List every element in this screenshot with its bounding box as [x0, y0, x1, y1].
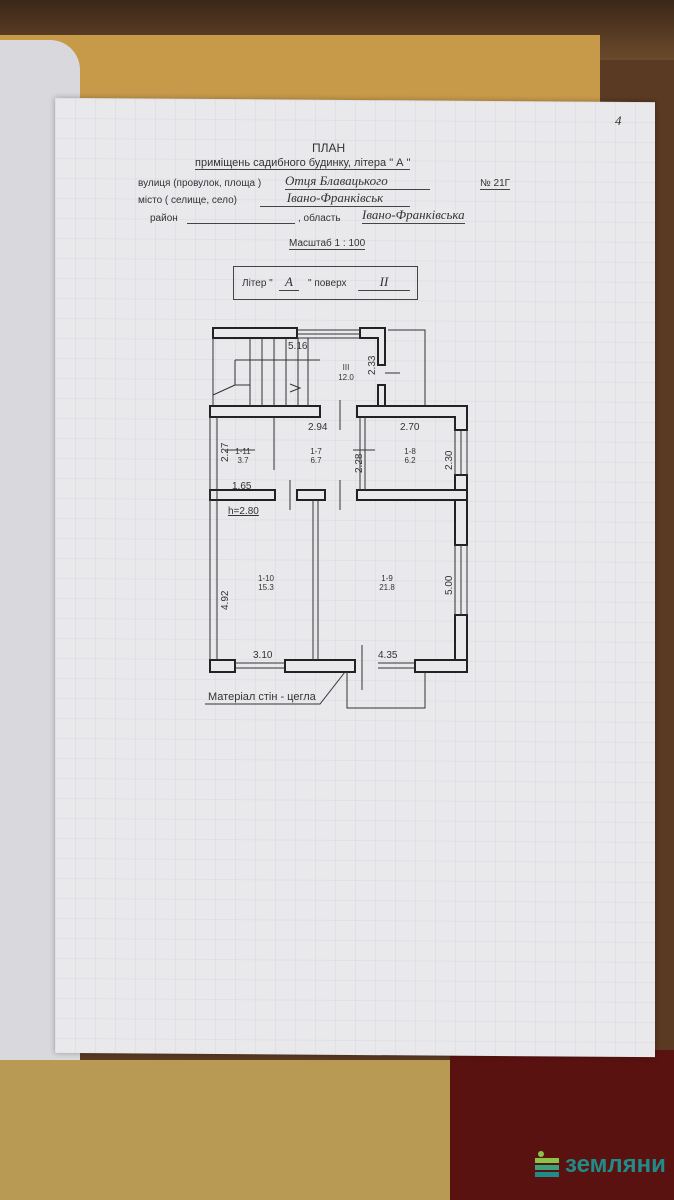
scale-label: Масштаб 1 : 100 — [289, 238, 366, 250]
city-label: місто ( селище, село) — [138, 195, 237, 206]
dim-label: 2.94 — [308, 422, 328, 433]
district-label: район — [150, 213, 178, 224]
dim-label: 5.00 — [444, 575, 455, 595]
region-value: Івано-Франківська — [362, 207, 465, 224]
floor-value: II — [358, 274, 410, 291]
room-area: 3.7 — [237, 456, 249, 465]
room-area: 12.0 — [338, 373, 354, 382]
dim-label: 2.30 — [444, 450, 455, 470]
doc-title: ПЛАН — [312, 141, 346, 155]
room-id: 1-8 — [404, 447, 416, 456]
room-id: 1-7 — [310, 447, 322, 456]
room-area: 21.8 — [379, 583, 395, 592]
floor-label: " поверх — [308, 278, 347, 289]
ceiling-height: h=2.80 — [228, 506, 259, 517]
wall — [209, 659, 236, 673]
city-value: Івано-Франківськ — [260, 190, 410, 207]
dim-label: 4.35 — [378, 650, 398, 661]
room-id: 1-9 — [381, 574, 393, 583]
logo-text: земляни — [565, 1151, 666, 1178]
wall-material-note: Матеріал стін - цегла — [208, 691, 317, 703]
table-surface — [450, 1050, 674, 1200]
district-value — [187, 213, 295, 224]
dim-label: 2.70 — [400, 422, 420, 433]
wall — [454, 474, 468, 546]
wall — [212, 327, 298, 339]
dim-label: 4.92 — [220, 590, 231, 610]
liter-label: Літер " — [242, 278, 273, 289]
wall — [284, 659, 356, 673]
dim-label: 5.16 — [288, 341, 308, 352]
dim-label: 2.33 — [367, 355, 378, 375]
wall — [209, 405, 321, 418]
street-value: Отця Блавацького — [285, 173, 430, 190]
room-area: 6.2 — [404, 456, 416, 465]
region-label: , область — [298, 213, 341, 224]
wall — [414, 659, 468, 673]
page-number: 4 — [615, 113, 622, 128]
house-number: № 21Г — [480, 178, 511, 190]
room-area: 6.7 — [310, 456, 322, 465]
liter-box: Літер " А " поверх II — [233, 266, 418, 300]
dim-label: 2.27 — [220, 442, 231, 462]
wall — [356, 489, 468, 501]
dim-label: 1.65 — [232, 481, 252, 492]
dim-label: 2.28 — [354, 453, 365, 473]
liter-value: А — [279, 274, 299, 291]
watermark-logo: земляни — [533, 1150, 666, 1180]
wall — [296, 489, 326, 501]
dim-label: 3.10 — [253, 650, 273, 661]
room-area: 15.3 — [258, 583, 274, 592]
logo-icon — [535, 1151, 559, 1177]
street-label: вулиця (провулок, площа ) — [138, 178, 262, 189]
room-id: III — [343, 363, 350, 372]
room-id: 1-11 — [235, 447, 251, 456]
doc-subtitle: приміщень садибного будинку, літера " А … — [195, 157, 411, 170]
room-id: 1-10 — [258, 574, 275, 583]
